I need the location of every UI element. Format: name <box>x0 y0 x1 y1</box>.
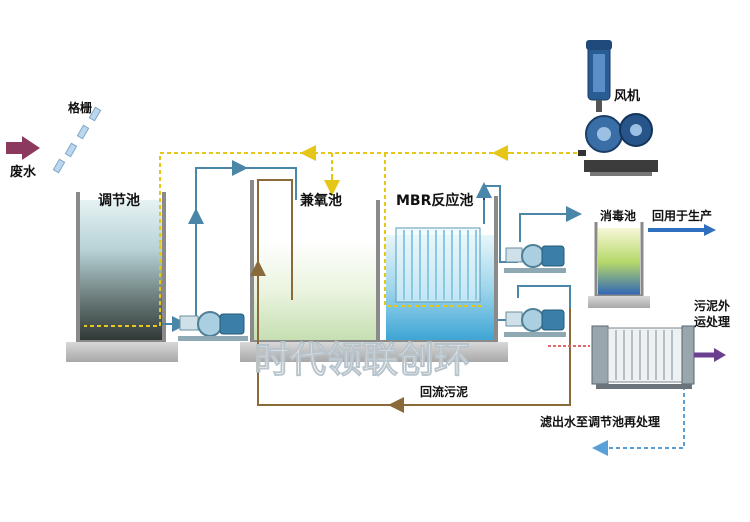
equalization-tank-label: 调节池 <box>98 192 140 209</box>
pump-icon[interactable] <box>504 244 566 273</box>
filtrate-return-label: 滤出水至调节池再处理 <box>540 414 660 429</box>
mbr-tank-label: MBR反应池 <box>396 192 473 209</box>
blower-icon[interactable] <box>578 40 658 176</box>
membrane-module <box>395 227 481 303</box>
inflow-arrow <box>6 136 40 160</box>
grille-label: 格栅 <box>68 100 92 115</box>
anoxic-tank <box>240 180 390 362</box>
reuse-label: 回用于生产 <box>652 208 712 223</box>
sludge-out-label-1: 污泥外 <box>694 298 730 313</box>
filter-press-icon[interactable] <box>591 325 695 389</box>
blower-label: 风机 <box>614 88 640 104</box>
wastewater-label: 废水 <box>10 164 37 180</box>
return-sludge-line <box>257 179 571 406</box>
disinfection-tank-label: 消毒池 <box>600 208 636 223</box>
pump-icon[interactable] <box>504 308 566 337</box>
return-sludge-label: 回流污泥 <box>420 384 468 399</box>
grille-icon <box>52 106 102 174</box>
sludge-out-arrow <box>694 348 726 362</box>
sludge-out-label-2: 运处理 <box>694 314 730 329</box>
reuse-arrow <box>648 224 716 236</box>
pump-icon[interactable] <box>178 311 248 341</box>
mbr-tank <box>372 196 508 362</box>
anoxic-tank-label: 兼氧池 <box>300 192 342 209</box>
disinfection-tank <box>588 222 650 308</box>
watermark: 时代领联创环 <box>254 340 470 381</box>
air-line <box>84 152 584 327</box>
equalization-tank <box>66 192 178 362</box>
